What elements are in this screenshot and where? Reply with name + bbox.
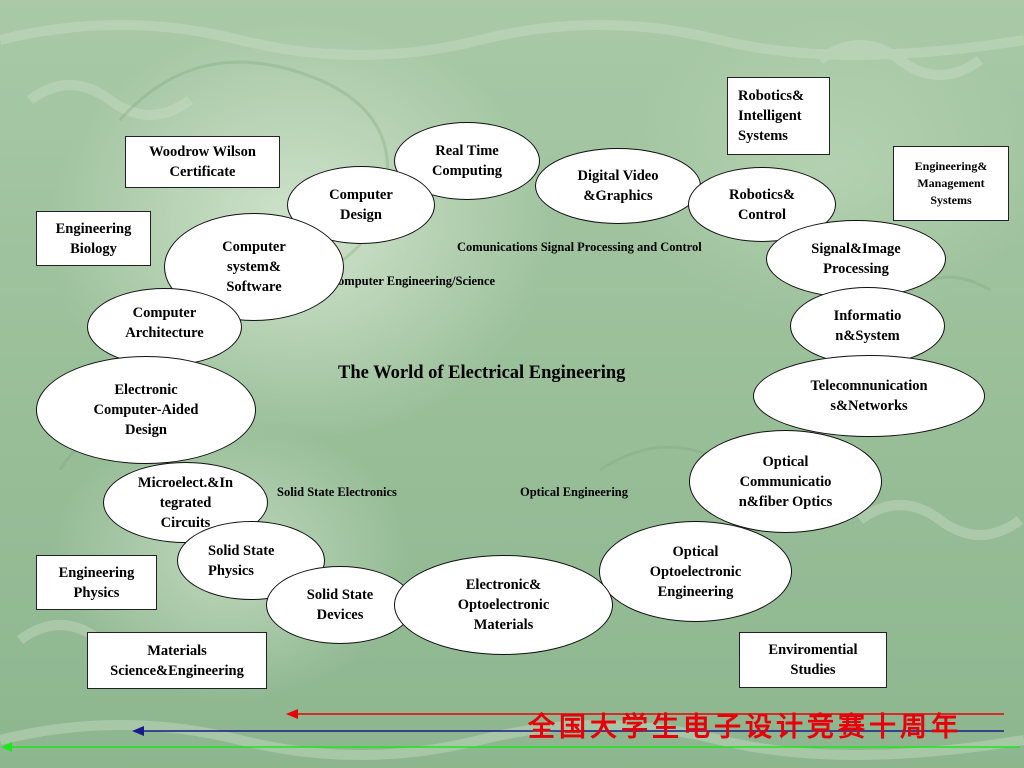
- node-real-time-computing: Real Time Computing: [394, 122, 540, 200]
- region-label-communications: Comunications Signal Processing and Cont…: [457, 240, 702, 254]
- node-digital-video-graphics: Digital Video &Graphics: [535, 148, 701, 224]
- node-optical-communication: Optical Communicatio n&fiber Optics: [689, 430, 882, 533]
- node-solid-state-devices: Solid State Devices: [266, 566, 414, 644]
- box-engineering-management: Engineering& Management Systems: [893, 146, 1009, 221]
- region-label-computer: Computer Engineering/Science: [329, 274, 496, 288]
- node-signal-image-processing: Signal&Image Processing: [766, 220, 946, 298]
- box-engineering-physics: Engineering Physics: [36, 555, 157, 610]
- box-engineering-biology: Engineering Biology: [36, 211, 151, 266]
- footer-blue-arrowhead: [132, 726, 144, 736]
- node-electronic-optoelectronic-materials: Electronic& Optoelectronic Materials: [394, 555, 613, 655]
- box-woodrow-wilson: Woodrow Wilson Certificate: [125, 136, 280, 188]
- node-computer-architecture: Computer Architecture: [87, 288, 242, 366]
- footer-red-arrowhead: [286, 709, 298, 719]
- box-materials-science: Materials Science&Engineering: [87, 632, 267, 689]
- footer-green-arrowhead: [1, 742, 12, 752]
- diagram-title: The World of Electrical Engineering: [338, 363, 626, 383]
- node-telecommunications-networks: Telecomnunication s&Networks: [753, 355, 985, 437]
- box-robotics-intelligent: Robotics& Intelligent Systems: [727, 77, 830, 155]
- footer-caption: 全国大学生电子设计竞赛十周年: [528, 712, 962, 743]
- box-environmental-studies: Enviromential Studies: [739, 632, 887, 688]
- node-optical-optoelectronic: Optical Optoelectronic Engineering: [599, 521, 792, 622]
- region-label-solid-state: Solid State Electronics: [277, 485, 397, 499]
- node-robotics-control: Robotics& Control: [688, 167, 836, 242]
- region-label-optical: Optical Engineering: [520, 485, 628, 499]
- node-information-system: Informatio n&System: [790, 287, 945, 365]
- node-electronic-cad: Electronic Computer-Aided Design: [36, 356, 256, 464]
